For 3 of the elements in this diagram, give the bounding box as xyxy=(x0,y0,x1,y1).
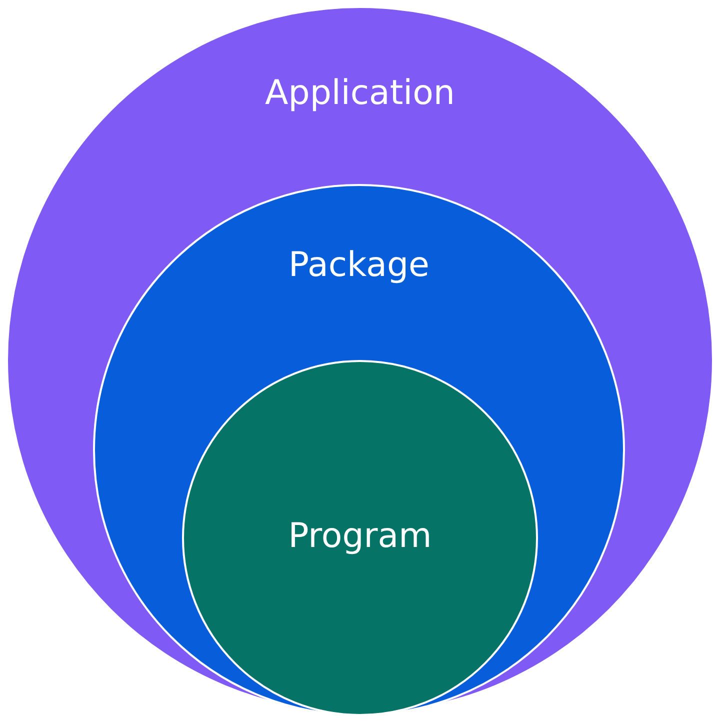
circle-label: Application xyxy=(265,73,455,113)
circle-label: Package xyxy=(288,245,430,285)
circle-label: Program xyxy=(288,516,432,556)
